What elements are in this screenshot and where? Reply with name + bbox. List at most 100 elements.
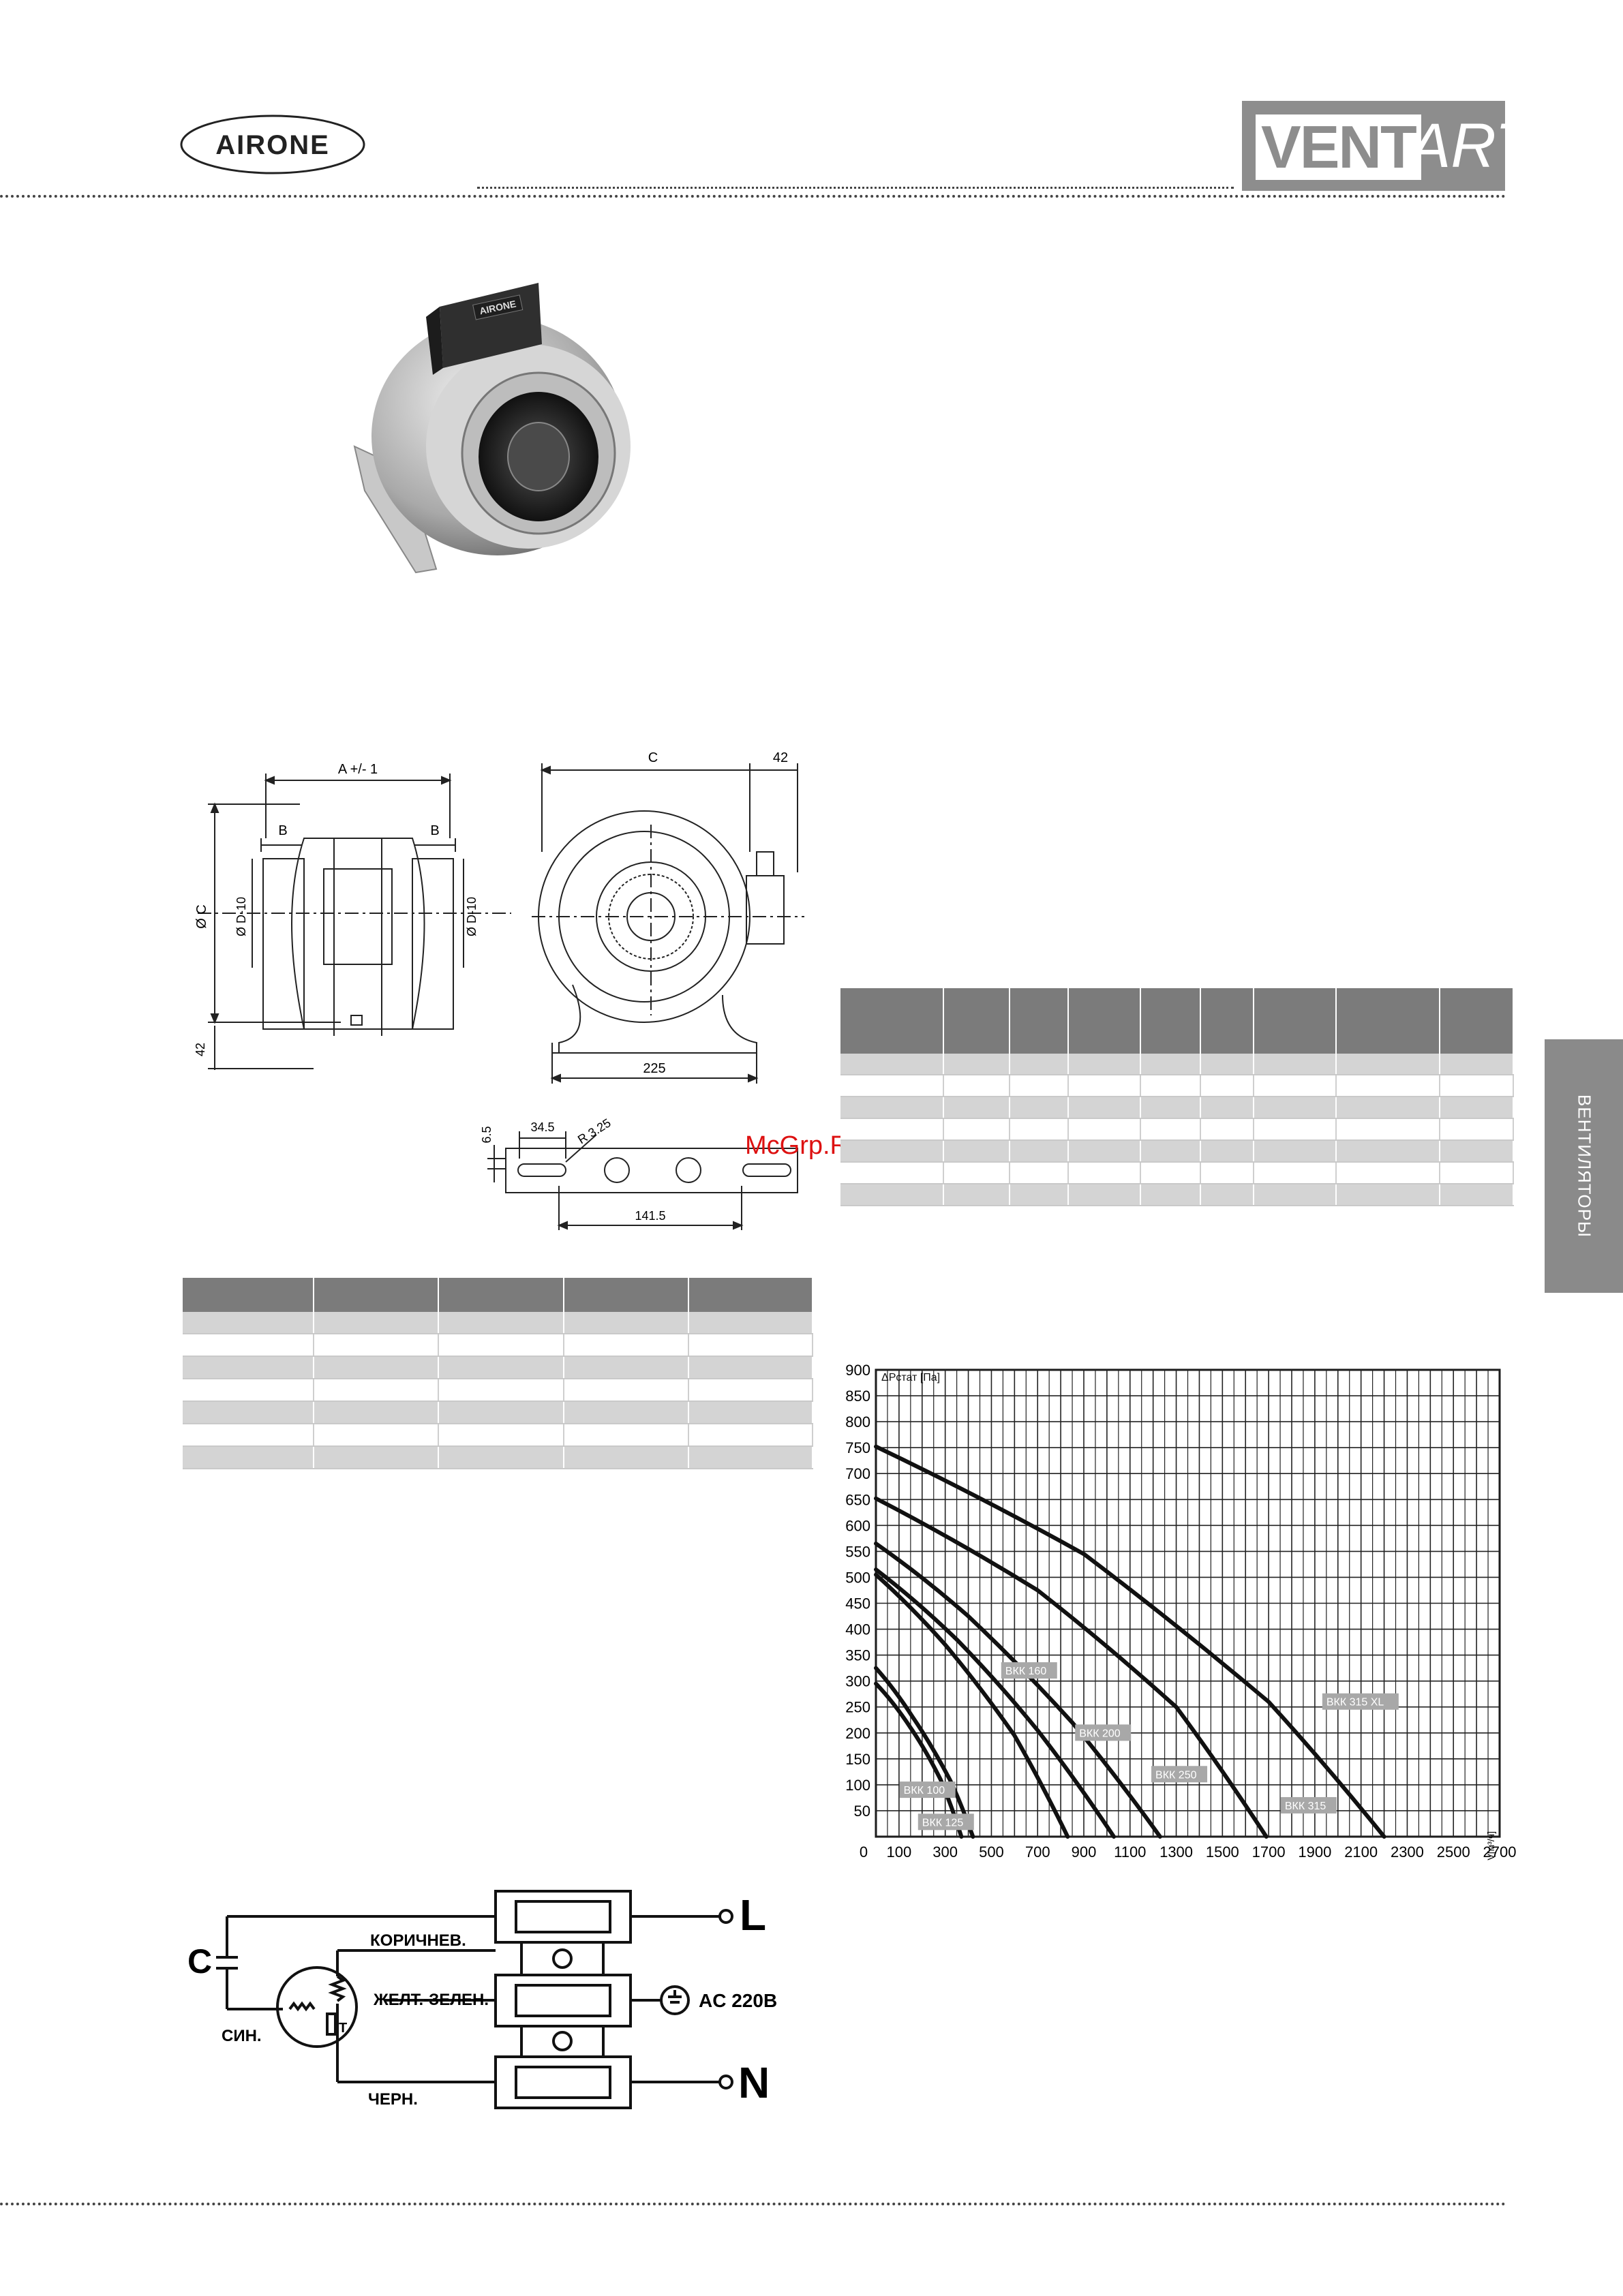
table-row: [840, 1184, 1514, 1206]
table-cell: [840, 1184, 944, 1206]
chart-y-tick-label: 800: [845, 1413, 870, 1430]
table-cell: [1336, 1162, 1441, 1184]
table-header-row: [840, 988, 1514, 1054]
chart-series-label: ВКК 125: [922, 1817, 964, 1828]
wiring-label-t: T: [339, 2021, 347, 2036]
table-cell: [1200, 1162, 1254, 1184]
chart-series-label-bg: [1151, 1766, 1208, 1783]
table-header-cell: [1440, 988, 1514, 1054]
table-row: [840, 1140, 1514, 1163]
table-cell: [183, 1424, 315, 1447]
table-cell: [1440, 1118, 1514, 1141]
dim-a: A +/- 1: [338, 762, 378, 777]
table-cell: [1140, 1184, 1201, 1206]
chart-x-tick-label: 2100: [1344, 1843, 1378, 1861]
table-cell: [840, 1118, 944, 1141]
chart-series-label-bg: [1001, 1662, 1057, 1679]
table-cell: [688, 1446, 814, 1469]
table-cell: [1068, 1184, 1142, 1206]
table-cell: [1068, 1054, 1142, 1075]
table-cell: [1336, 1184, 1441, 1206]
chart-series-label-bg: [1280, 1796, 1337, 1813]
table-cell: [1068, 1162, 1142, 1184]
table-cell: [1068, 1097, 1142, 1119]
chart-x-tick-label: 700: [1025, 1843, 1050, 1861]
table-cell: [1010, 1097, 1070, 1119]
table-row: [183, 1356, 814, 1379]
chart-x-tick-label: 300: [932, 1843, 958, 1861]
table-cell: [563, 1334, 689, 1357]
chart-x-axis-label: V[м³/ч]: [1485, 1831, 1496, 1861]
table-cell: [1200, 1118, 1254, 1141]
table-cell: [563, 1379, 689, 1402]
chart-x-tick-label: 2300: [1391, 1843, 1424, 1861]
table-cell: [943, 1140, 1011, 1163]
chart-y-tick-label: 900: [845, 1362, 870, 1379]
chart-series-line: [874, 1572, 1070, 1839]
table-cell: [563, 1424, 689, 1447]
table-cell: [314, 1401, 440, 1424]
table-cell: [1068, 1118, 1142, 1141]
table-cell: [1140, 1097, 1201, 1119]
table-cell: [183, 1401, 315, 1424]
dim-c: Ø C: [194, 904, 209, 929]
table-cell: [1140, 1118, 1201, 1141]
table-cell: [840, 1075, 944, 1097]
table-cell: [563, 1356, 689, 1379]
chart-series-label: ВКК 160: [1005, 1666, 1047, 1677]
chart-series-line: [874, 1496, 1269, 1839]
table-cell: [688, 1312, 814, 1334]
chart-series-label: ВКК 315 XL: [1326, 1697, 1384, 1709]
bracket-dim-r: R 3.25: [575, 1116, 613, 1146]
chart-series-label-bg: [917, 1813, 974, 1831]
airone-logo: AIRONE: [180, 114, 365, 174]
side-dim-42: 42: [773, 750, 788, 765]
dim-d-right: Ø D-10: [465, 897, 479, 936]
table-cell: [1068, 1140, 1142, 1163]
chart-series-label-bg: [1075, 1724, 1132, 1741]
chart-x-tick-label: 1900: [1298, 1843, 1331, 1861]
table-cell: [1440, 1097, 1514, 1119]
table-cell: [563, 1401, 689, 1424]
table-cell: [1010, 1162, 1070, 1184]
table-cell: [688, 1356, 814, 1379]
table-cell: [1253, 1184, 1337, 1206]
chart-series-label: ВКК 200: [1079, 1728, 1121, 1739]
table-cell: [1140, 1075, 1201, 1097]
table-row: [183, 1424, 814, 1447]
table-header-cell: [840, 988, 944, 1054]
table-cell: [688, 1424, 814, 1447]
table-cell: [840, 1162, 944, 1184]
table-cell: [1336, 1097, 1441, 1119]
table-cell: [1253, 1097, 1337, 1119]
chart-x-tick-label: 900: [1072, 1843, 1097, 1861]
table-cell: [438, 1356, 564, 1379]
chart-y-tick-label: 400: [845, 1621, 870, 1638]
table-cell: [1140, 1054, 1201, 1075]
chart-series-line: [874, 1666, 975, 1839]
header-dotted-rule-short: [477, 187, 1234, 189]
chart-series-label: ВКК 100: [904, 1785, 945, 1796]
table-cell: [1440, 1140, 1514, 1163]
table-header-cell: [314, 1278, 440, 1312]
performance-chart: 5010015020025030035040045050055060065070…: [845, 1362, 1516, 1861]
side-dim-225: 225: [643, 1061, 665, 1076]
table-cell: [1336, 1054, 1441, 1075]
table-header-cell: [1336, 988, 1441, 1054]
table-cell: [943, 1118, 1011, 1141]
ventart-art-text: ART: [1409, 111, 1534, 181]
table-header-cell: [1200, 988, 1254, 1054]
table-cell: [1336, 1075, 1441, 1097]
table-cell: [438, 1334, 564, 1357]
table-cell: [1010, 1075, 1070, 1097]
table-cell: [183, 1356, 315, 1379]
side-section-tab[interactable]: ВЕНТИЛЯТОРЫ: [1545, 1039, 1623, 1293]
chart-series-label-bg: [1322, 1693, 1399, 1710]
chart-series-line: [874, 1444, 1386, 1839]
table-cell: [183, 1379, 315, 1402]
table-cell: [1010, 1118, 1070, 1141]
table-header-cell: [1253, 988, 1337, 1054]
table-cell: [688, 1401, 814, 1424]
table-header-cell: [943, 988, 1011, 1054]
chart-x-tick-label: 1100: [1114, 1843, 1146, 1861]
